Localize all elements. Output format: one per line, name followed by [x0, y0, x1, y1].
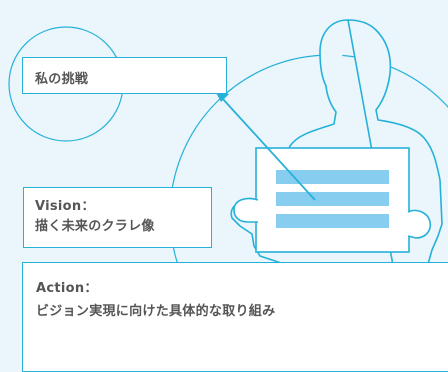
sign-stripe-1	[276, 170, 389, 184]
sign-stripe-3	[276, 214, 389, 228]
illustration	[8, 19, 448, 358]
action-text: ビジョン実現に向けた具体的な取り組み	[36, 304, 276, 319]
vision-text: 描く未来のクラレ像	[35, 219, 155, 234]
vision-title: Vision：	[35, 199, 95, 214]
right-hand-icon	[407, 209, 432, 239]
action-title: Action：	[36, 281, 98, 296]
challenge-label: 私の挑戦	[35, 72, 89, 87]
left-hand-icon	[233, 197, 259, 223]
arrow-line	[221, 97, 316, 201]
vision-box: Vision： 描く未来のクラレ像	[23, 187, 212, 248]
action-box: Action： ビジョン実現に向けた具体的な取り組み	[22, 262, 448, 372]
sign-stripe-2	[276, 192, 389, 206]
challenge-label-box: 私の挑戦	[22, 57, 227, 94]
